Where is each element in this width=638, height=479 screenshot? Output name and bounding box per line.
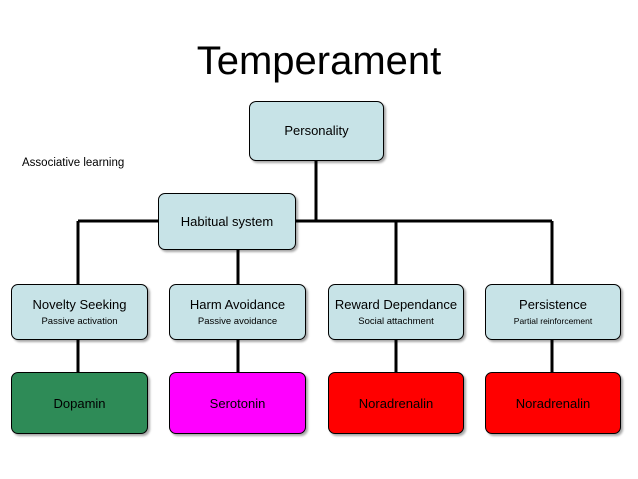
trait-box-reward-dependance: Reward Dependance Social attachment — [328, 284, 464, 340]
trait-label: Novelty Seeking — [32, 296, 127, 312]
habitual-system-label: Habitual system — [180, 213, 274, 229]
personality-label: Personality — [284, 123, 349, 138]
neurotransmitter-label: Dopamin — [53, 395, 106, 411]
trait-box-novelty-seeking: Novelty Seeking Passive activation — [11, 284, 148, 340]
trait-label: Harm Avoidance — [189, 296, 286, 312]
diagram-title: Temperament — [196, 39, 442, 83]
associative-learning-label: Associative learning — [22, 157, 125, 169]
neurotransmitter-box-dopamin: Dopamin — [11, 372, 148, 434]
trait-box-persistence: Persistence Partial reinforcement — [485, 284, 621, 340]
trait-sublabel: Passive avoidance — [197, 315, 278, 327]
neurotransmitter-label: Serotonin — [209, 395, 266, 411]
trait-label: Persistence — [519, 296, 587, 312]
trait-box-harm-avoidance: Harm Avoidance Passive avoidance — [169, 284, 306, 340]
neurotransmitter-label: Noradrenalin — [515, 395, 591, 411]
neurotransmitter-box-noradrenalin-1: Noradrenalin — [328, 372, 464, 434]
trait-sublabel: Social attachment — [358, 315, 434, 327]
neurotransmitter-label: Noradrenalin — [358, 395, 434, 411]
neurotransmitter-box-noradrenalin-2: Noradrenalin — [485, 372, 621, 434]
habitual-system-box: Habitual system — [158, 193, 296, 250]
trait-sublabel: Passive activation — [41, 315, 118, 327]
trait-label: Reward Dependance — [334, 296, 458, 312]
personality-box: Personality — [249, 101, 384, 161]
trait-sublabel: Partial reinforcement — [513, 315, 593, 326]
neurotransmitter-box-serotonin: Serotonin — [169, 372, 306, 434]
